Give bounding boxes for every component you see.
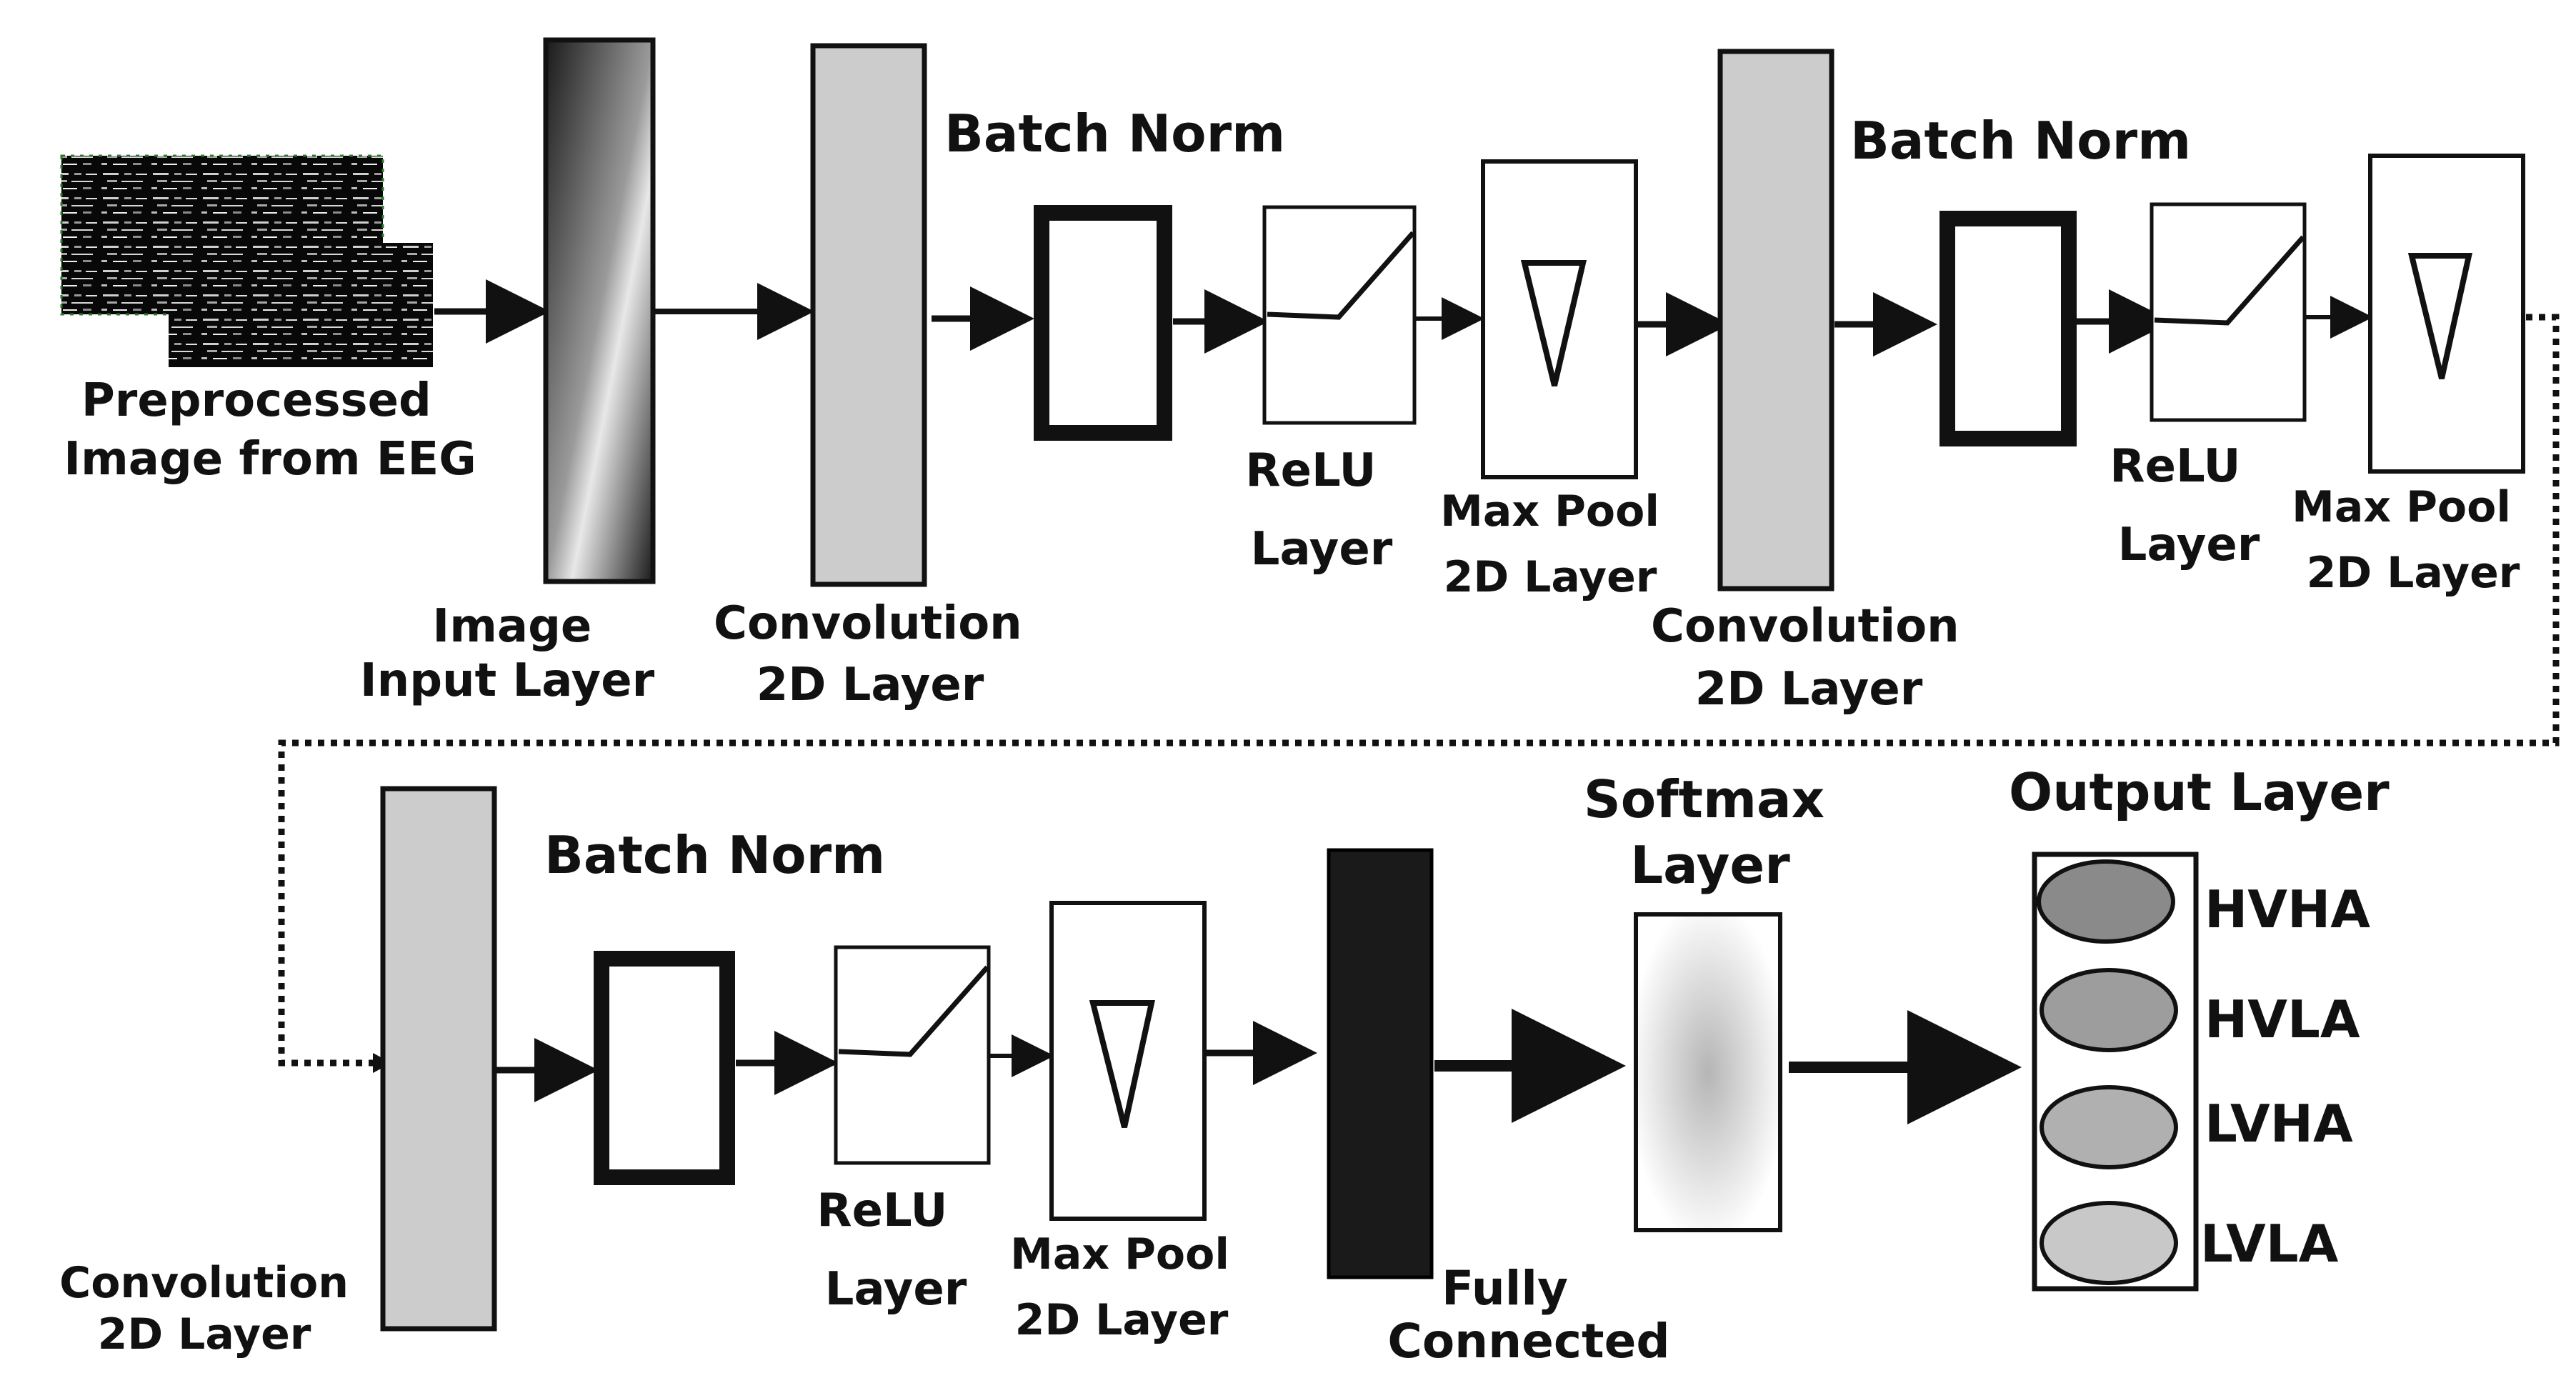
relu3-activation-curve (838, 965, 989, 1057)
softmax-box (1634, 912, 1782, 1232)
relu1-activation-curve (1267, 231, 1415, 320)
maxpool1-triangle-icon (1520, 260, 1587, 386)
output-node-hvla (2040, 968, 2178, 1052)
input-image-label: Preprocessed Image from EEG (64, 374, 476, 486)
relu2-box (2150, 202, 2307, 422)
fully-connected-box (1327, 848, 1434, 1279)
relu2-label: ReLU Layer (2110, 440, 2260, 571)
batch-norm-2-label: Batch Norm (1850, 111, 2191, 171)
image-input-layer-box (543, 37, 656, 584)
batch-norm-2-box (1940, 211, 2077, 446)
output-layer-label: Output Layer (2009, 762, 2390, 822)
batch-norm-3-box (594, 951, 735, 1185)
maxpool2-triangle-icon (2407, 253, 2472, 379)
output-node-lvla (2040, 1201, 2178, 1285)
maxpool3-label: Max Pool 2D Layer (1010, 1229, 1244, 1345)
conv3-box (380, 786, 497, 1332)
output-node-lvha (2040, 1085, 2178, 1169)
conv1-label: Convolution 2D Layer (714, 597, 1038, 712)
relu2-activation-curve (2154, 235, 2305, 326)
batch-norm-3-label: Batch Norm (544, 825, 885, 885)
conv3-label: Convolution 2D Layer (59, 1258, 364, 1359)
softmax-label: Softmax Layer (1584, 769, 1842, 895)
maxpool1-label: Max Pool 2D Layer (1440, 486, 1674, 602)
fully-connected-label: Fully Connected (1387, 1261, 1669, 1369)
output-label-lvla: LVLA (2200, 1214, 2339, 1274)
conv1-box (810, 43, 927, 587)
batch-norm-1-box (1034, 205, 1172, 441)
relu3-label: ReLU Layer (817, 1184, 967, 1316)
output-label-hvla: HVLA (2205, 989, 2360, 1049)
output-node-hvha (2037, 859, 2175, 944)
row-connector-dotted-line (278, 314, 2560, 1067)
batch-norm-1-label: Batch Norm (944, 104, 1285, 164)
relu1-label: ReLU Layer (1245, 444, 1393, 576)
eeg-input-images (60, 154, 433, 367)
output-label-hvha: HVHA (2205, 879, 2370, 939)
output-label-lvha: LVHA (2205, 1094, 2353, 1154)
conv2-label: Convolution 2D Layer (1651, 600, 1975, 716)
maxpool2-label: Max Pool 2D Layer (2292, 482, 2526, 598)
image-input-layer-label: Image Input Layer (360, 600, 655, 707)
conv2-box (1717, 49, 1834, 591)
maxpool3-triangle-icon (1089, 1000, 1155, 1128)
